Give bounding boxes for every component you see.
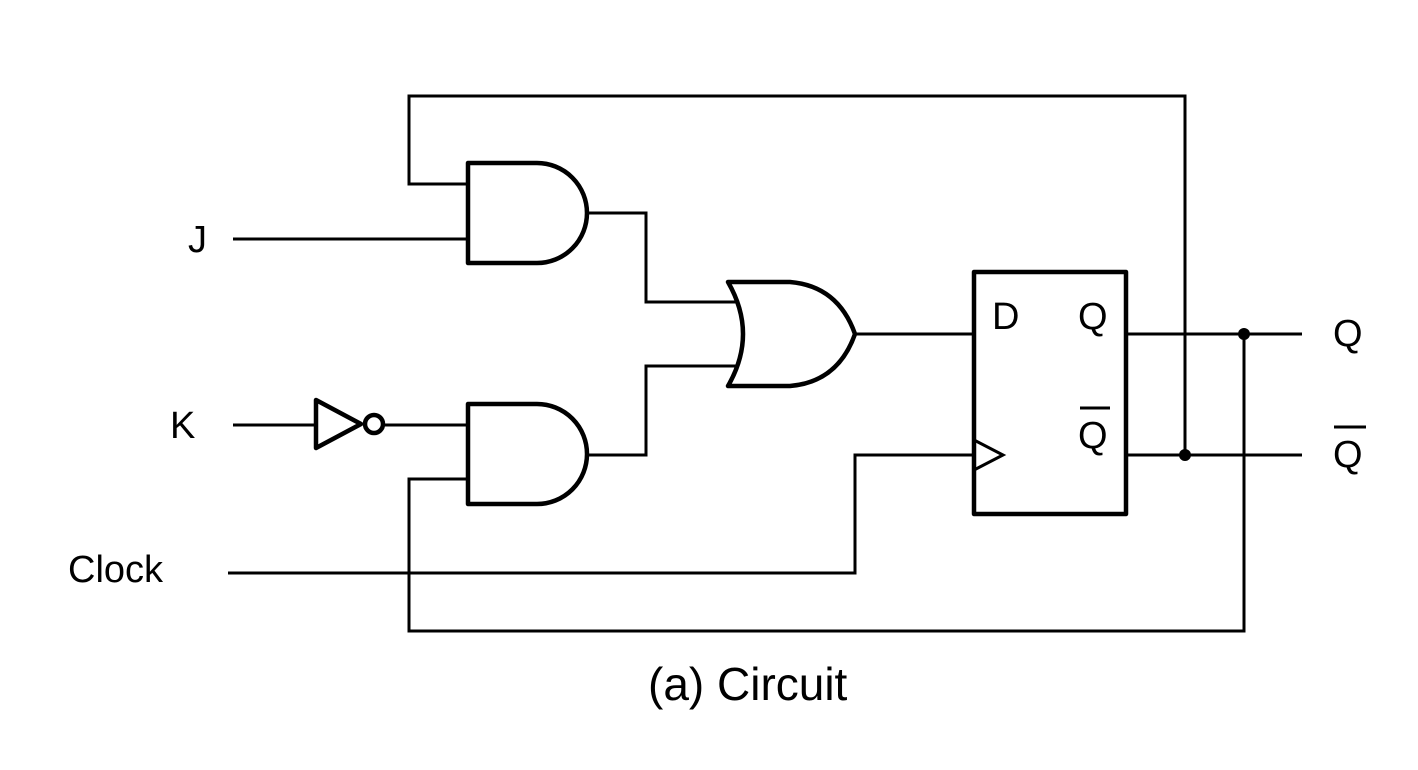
- figure-caption: (a) Circuit: [648, 658, 848, 710]
- d-flipflop: D Q Q: [971, 269, 1129, 517]
- not-gate: [313, 397, 386, 451]
- input-label-j: J: [188, 219, 207, 261]
- input-label-clock: Clock: [68, 549, 164, 591]
- and2-to-or-wire: [587, 364, 738, 457]
- flipflop-qbar-label: Q: [1078, 415, 1108, 457]
- flipflop-q-label: Q: [1078, 296, 1108, 338]
- q-feedback-wire: [407, 334, 1246, 633]
- output-label-qbar: Q: [1333, 434, 1363, 476]
- input-label-k: K: [170, 405, 195, 447]
- and1-to-or-wire: [587, 211, 738, 304]
- clock-wire: [228, 453, 974, 575]
- output-label-q: Q: [1333, 313, 1363, 355]
- and-gate-1: [465, 160, 590, 266]
- clock-input-triangle: [973, 438, 1007, 472]
- q-junction-dot: [1238, 328, 1250, 340]
- wires: [228, 94, 1302, 633]
- flipflop-box: [971, 269, 1129, 517]
- qbar-feedback-wire: [407, 94, 1187, 455]
- flipflop-d-label: D: [992, 296, 1019, 338]
- or-gate: [725, 279, 858, 389]
- qbar-junction-dot: [1179, 449, 1191, 461]
- and-gate-2: [465, 401, 590, 507]
